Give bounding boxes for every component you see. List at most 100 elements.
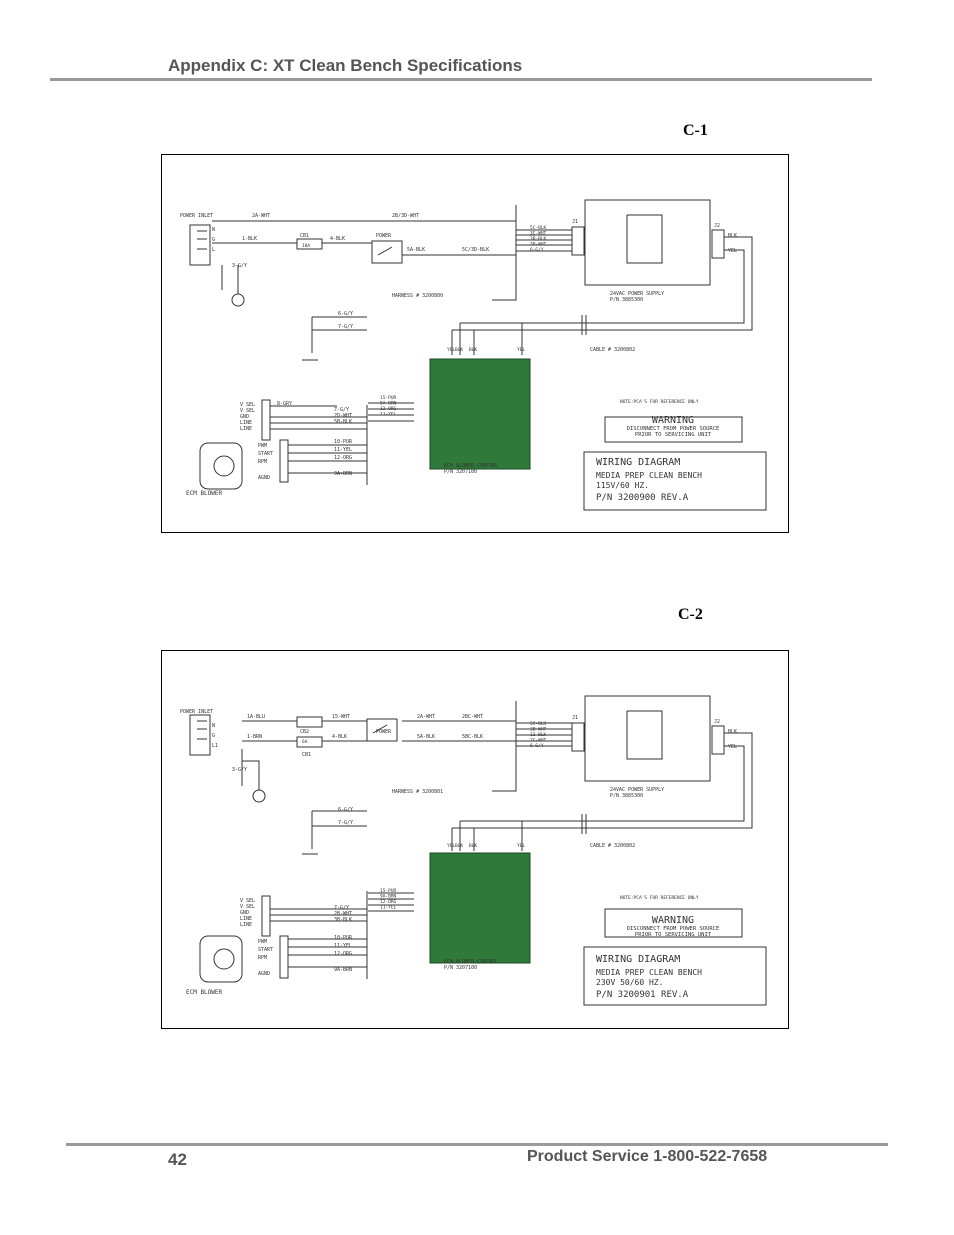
motor-pin-label: V SEL xyxy=(240,402,255,408)
reference-note: NOTE:PCA'S FOR REFERENCE ONLY xyxy=(620,895,699,901)
wire-label: 10-PUR xyxy=(334,439,353,445)
signal-pin-label: PWM xyxy=(258,939,267,945)
wire-label: 1-BLK xyxy=(242,236,257,242)
motor-pin-label: V SEL xyxy=(240,408,255,414)
signal-pin-label: RPM xyxy=(258,459,267,465)
wire-label: 5C/3D-BLK xyxy=(462,247,489,253)
warning-text: DISCONNECT FROM POWER SOURCE xyxy=(627,926,720,932)
controller-wire-label: 12-ORG xyxy=(380,406,397,412)
j1-wire-label: 3D-WHT xyxy=(530,242,547,248)
wire-label: 2B/3D-WHT xyxy=(392,213,419,219)
power-inlet-label: POWER INLET xyxy=(180,709,213,715)
wire-label: 5A-BLK xyxy=(417,734,435,740)
inlet-pin-label: L xyxy=(212,247,215,253)
controller-wire-label: 11-YEL xyxy=(380,412,397,418)
j1-label: J1 xyxy=(572,715,578,721)
wire-label: 2BC-WHT xyxy=(462,714,483,720)
title-block-part-number: P/N 3200901 REV.A xyxy=(596,990,689,1000)
motor-pin-label: LINE xyxy=(240,420,252,426)
wire-label: 1-BRN xyxy=(247,734,262,740)
wire-label: 2B-WHT xyxy=(334,911,352,917)
inlet-pin-label: G xyxy=(212,237,215,243)
j1-wire-label: 12-BLK xyxy=(530,732,547,738)
psu-label: 24VAC POWER SUPPLY xyxy=(610,787,664,793)
title-block-text: 115V/60 HZ. xyxy=(596,481,649,490)
wire-label: 15-WHT xyxy=(332,714,350,720)
controller-wire-label: 11-YEL xyxy=(380,905,397,911)
wire-label: 5B-BLK xyxy=(334,419,352,425)
wire-label: 2D-WHT xyxy=(334,413,352,419)
j1-wire-label: 6-G/Y xyxy=(530,247,544,253)
title-block-heading: WIRING DIAGRAM xyxy=(596,457,680,468)
wire-label: 5A-BLK xyxy=(407,247,425,253)
wire-label: 9A-BRN xyxy=(334,471,352,477)
warning-text: DISCONNECT FROM POWER SOURCE xyxy=(627,426,720,432)
wire-label: 12-ORG xyxy=(334,951,352,957)
page-number: 42 xyxy=(168,1150,187,1169)
controller-wire-label: 12-ORG xyxy=(380,899,397,905)
j1-wire-label: 5C-BLK xyxy=(530,721,547,727)
controller-wire-label: 15-PUR xyxy=(380,888,397,894)
figure-label-c2: C-2 xyxy=(678,606,703,623)
j2-label: J2 xyxy=(714,719,720,725)
ecm-blower-label: ECM BLOWER xyxy=(186,989,223,996)
signal-pin-label: START xyxy=(258,947,273,953)
wire-label: 7-G/Y xyxy=(334,407,349,413)
title-block-text: MEDIA PREP CLEAN BENCH xyxy=(596,968,702,977)
wire-label: 3B-BLK xyxy=(334,917,352,923)
page-header-title: Appendix C: XT Clean Bench Specification… xyxy=(168,56,523,75)
title-block-part-number: P/N 3200900 REV.A xyxy=(596,493,689,503)
wire-label: 11-YEL xyxy=(334,447,352,453)
motor-pin-label: GND xyxy=(240,910,249,916)
controller-wire-label: BLK xyxy=(455,347,463,353)
controller-wire-label: YEL xyxy=(517,347,525,353)
cable-label: CABLE # 3200802 xyxy=(590,843,635,849)
wire-label: 10-PUR xyxy=(334,935,353,941)
controller-wire-label: BLK xyxy=(469,843,477,849)
j2-wire-label: YEL xyxy=(728,248,737,254)
controller-wire-label: YEL xyxy=(447,347,455,353)
psu-part-number: P/N 3885300 xyxy=(610,297,643,303)
wire-label: 7-G/Y xyxy=(338,820,353,826)
breaker-label: CB1 xyxy=(300,233,309,239)
motor-pin-label: V SEL xyxy=(240,898,255,904)
j2-wire-label: BLK xyxy=(728,729,737,735)
controller-wire-label: 9A-BRN xyxy=(380,894,397,900)
j2-wire-label: YEL xyxy=(728,744,737,750)
controller-wire-label: YEL xyxy=(447,843,455,849)
controller-wire-label: BLK xyxy=(455,843,463,849)
controller-name-label: ECM BLOWER CONTROL xyxy=(444,463,498,469)
warning-text: PRIOR TO SERVICING UNIT xyxy=(635,432,712,438)
warning-text: PRIOR TO SERVICING UNIT xyxy=(635,932,712,938)
wire-label: 7-G/Y xyxy=(338,324,353,330)
psu-part-number: P/N 3885300 xyxy=(610,793,643,799)
wire-label: 6-G/Y xyxy=(338,311,353,317)
footer-divider xyxy=(66,1143,888,1146)
motor-pin-label: LINE xyxy=(240,916,252,922)
j1-wire-label: 3B-BLK xyxy=(530,236,547,242)
harness-label: HARNESS # 3200801 xyxy=(392,789,443,795)
inlet-pin-label: N xyxy=(212,723,215,729)
breaker-label: CB1 xyxy=(302,752,311,758)
j1-wire-label: 3B-WHT xyxy=(530,727,547,733)
controller-part-number: P/N 3207100 xyxy=(444,965,477,971)
ecm-blower-label: ECM BLOWER xyxy=(186,490,223,497)
breaker-label: CB2 xyxy=(300,729,309,735)
controller-part-number: P/N 3207100 xyxy=(444,469,477,475)
wire-label: 3-G/Y xyxy=(232,767,247,773)
motor-pin-label: V SEL xyxy=(240,904,255,910)
psu-label: 24VAC POWER SUPPLY xyxy=(610,291,664,297)
signal-pin-label: PWM xyxy=(258,443,267,449)
inlet-pin-label: N xyxy=(212,227,215,233)
motor-pin-label: LINE xyxy=(240,922,252,928)
product-service-phone: Product Service 1-800-522-7658 xyxy=(527,1148,768,1165)
signal-pin-label: RPM xyxy=(258,955,267,961)
breaker-rating-label: 10A xyxy=(302,243,310,249)
breaker-rating-label: 6A xyxy=(302,739,308,745)
wire-label: 3-G/Y xyxy=(232,263,247,269)
controller-wire-label: BLK xyxy=(469,347,477,353)
